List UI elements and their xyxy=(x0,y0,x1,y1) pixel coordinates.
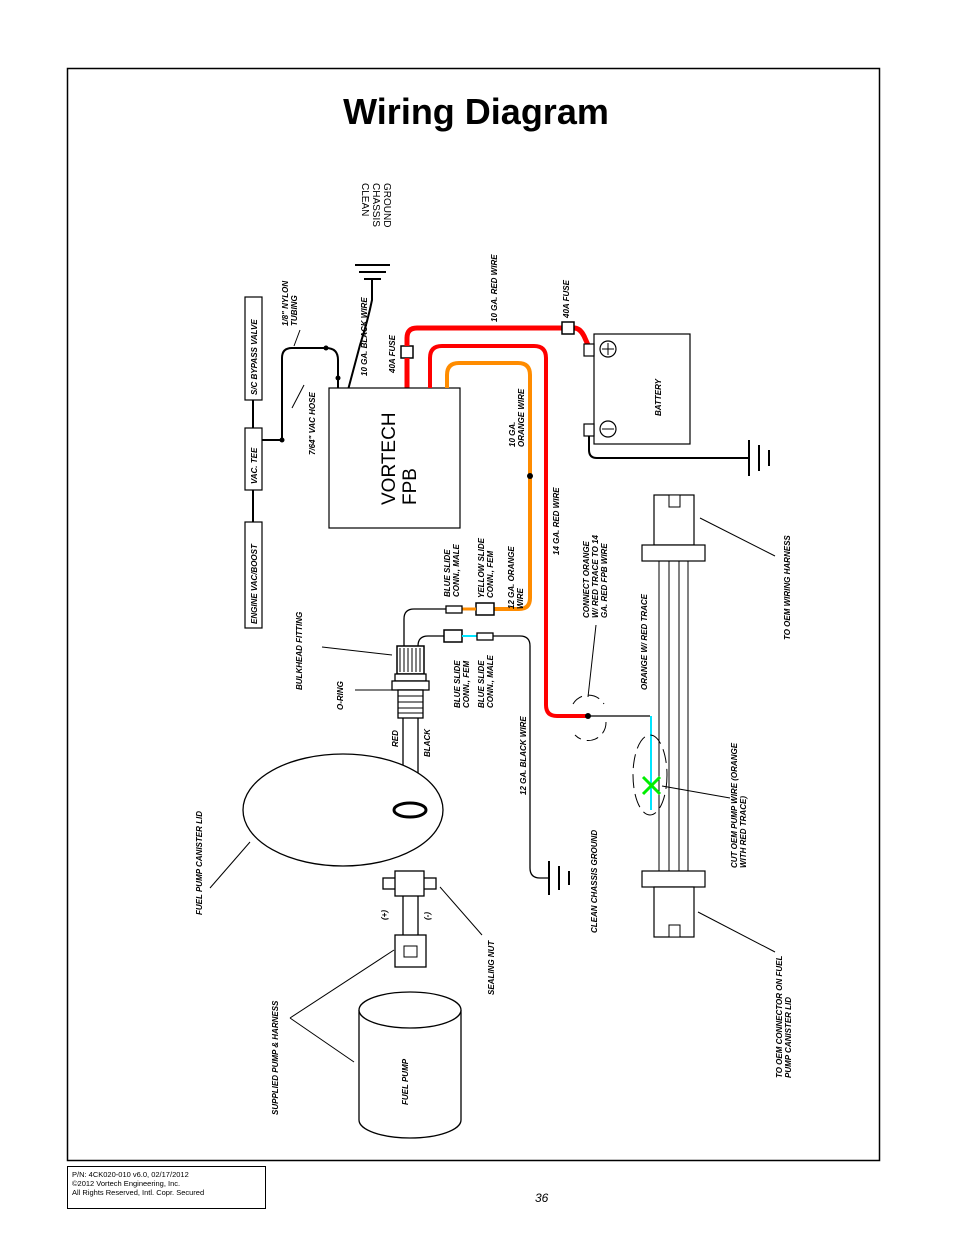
fuel-pump-canister-lid-label: FUEL PUMP CANISTER LID xyxy=(195,811,204,915)
plus-label: (+) xyxy=(380,910,389,920)
supplied-pump-harness-label: SUPPLIED PUMP & HARNESS xyxy=(271,1000,280,1115)
fuse-40a-left xyxy=(400,345,414,359)
orange-red-trace-label: ORANGE W/ RED TRACE xyxy=(640,593,649,690)
blue-slide-conn-male-bottom xyxy=(476,632,494,641)
orange-wire-splice xyxy=(527,473,533,479)
vac-tee-label: VAC. TEE xyxy=(250,447,259,484)
cut-dashed-ellipse xyxy=(632,734,668,816)
battery xyxy=(583,333,691,445)
ga10-red-wire-label: 10 GA. RED WIRE xyxy=(490,254,499,322)
vortech-fpb-label: VORTECH FPB xyxy=(379,407,421,505)
blue-slide-conn-fem xyxy=(443,629,463,643)
fuse-40a-left-label: 40A FUSE xyxy=(388,334,397,374)
nylon-tubing-label: 1/8" NYLON TUBING xyxy=(281,279,299,326)
ga14-red-wire xyxy=(428,344,589,718)
battery-ground-wire xyxy=(588,436,748,459)
ga10-black-wire-label: 10 GA. BLACK WIRE xyxy=(360,297,369,376)
ga14-red-wire-label: 14 GA. RED WIRE xyxy=(552,487,561,555)
fuel-pump-canister-lid xyxy=(242,753,444,867)
cut-x-icon xyxy=(641,775,662,796)
battery-label: BATTERY xyxy=(654,378,663,416)
bottom-chassis-ground-symbol xyxy=(548,861,570,895)
ga10-black-wire xyxy=(347,279,373,391)
cut-oem-pump-wire-label: CUT OEM PUMP WIRE (ORANGE WITH RED TRACE… xyxy=(730,741,748,868)
minus-label: (-) xyxy=(423,912,432,920)
fuel-pump xyxy=(358,991,462,1139)
yellow-slide-conn-fem xyxy=(475,602,495,616)
bulkhead-fitting xyxy=(391,645,430,719)
blue-slide-male-bottom-label: BLUE SLIDE CONN., MALE xyxy=(477,654,495,708)
battery-ground-symbol xyxy=(748,440,770,476)
ga10-red-wire xyxy=(404,325,591,388)
ga12-orange-wire-label: 12 GA. ORANGE WIRE xyxy=(507,544,525,609)
vortech-fpb xyxy=(328,387,461,529)
blue-slide-fem-label: BLUE SLIDE CONN., FEM xyxy=(453,658,471,708)
yellow-slide-fem-label: YELLOW SLIDE CONN., FEM xyxy=(477,536,495,598)
blue-slide-male-top-label: BLUE SLIDE CONN., MALE xyxy=(443,543,461,597)
page-title: Wiring Diagram xyxy=(343,91,609,132)
red-pump-wire xyxy=(403,608,446,646)
red-label: RED xyxy=(391,730,400,747)
vac-tee-branch xyxy=(262,347,339,441)
vac-hose-label: 7/64" VAC HOSE xyxy=(308,392,317,455)
ga12-black-wire-label: 12 GA. BLACK WIRE xyxy=(519,716,528,795)
rights: All Rights Reserved, Intl. Copr. Secured xyxy=(72,1188,205,1197)
footer-info-box: P/N: 4CK020-010 v6.0, 02/17/2012 ©2012 V… xyxy=(67,1166,266,1209)
diagram-frame xyxy=(66,67,881,1162)
to-oem-wiring-harness-label: TO OEM WIRING HARNESS xyxy=(783,535,792,640)
engine-vac-boost-label: ENGINE VAC/BOOST xyxy=(250,543,259,624)
sc-bypass-valve-label: S/C BYPASS VALVE xyxy=(250,319,259,395)
fuse-40a-right-label: 40A FUSE xyxy=(562,279,571,319)
page-number: 36 xyxy=(535,1191,549,1205)
black-pump-wire xyxy=(417,635,444,647)
black-label: BLACK xyxy=(423,728,432,757)
blue-slide-conn-male-top xyxy=(445,605,463,614)
fuse-40a-right xyxy=(561,321,575,335)
connect-orange-label: CONNECT ORANGE W/ RED TRACE TO 14 GA. RE… xyxy=(582,533,609,618)
o-ring-label: O-RING xyxy=(336,681,345,710)
canister-lid-hole xyxy=(392,801,428,819)
oem-connector-assembly xyxy=(641,494,706,938)
part-number: P/N: 4CK020-010 v6.0, 02/17/2012 xyxy=(72,1170,189,1179)
sealing-nut xyxy=(382,870,437,897)
fuel-pump-label: FUEL PUMP xyxy=(401,1058,410,1105)
top-chassis-ground-symbol xyxy=(355,264,390,280)
bulkhead-fitting-label: BULKHEAD FITTING xyxy=(295,612,304,690)
to-oem-connector-label: TO OEM CONNECTOR ON FUEL PUMP CANISTER L… xyxy=(775,954,793,1078)
ga10-orange-wire xyxy=(445,361,532,611)
clean-chassis-ground-top-label: CLEAN CHASSIS GROUND xyxy=(359,183,392,230)
copyright: ©2012 Vortech Engineering, Inc. xyxy=(72,1179,181,1188)
clean-chassis-ground-bottom-label: CLEAN CHASSIS GROUND xyxy=(590,830,599,933)
ga10-orange-wire-label: 10 GA. ORANGE WIRE xyxy=(508,388,526,447)
sealing-nut-label: SEALING NUT xyxy=(487,940,496,995)
ga12-black-wire xyxy=(493,635,548,879)
